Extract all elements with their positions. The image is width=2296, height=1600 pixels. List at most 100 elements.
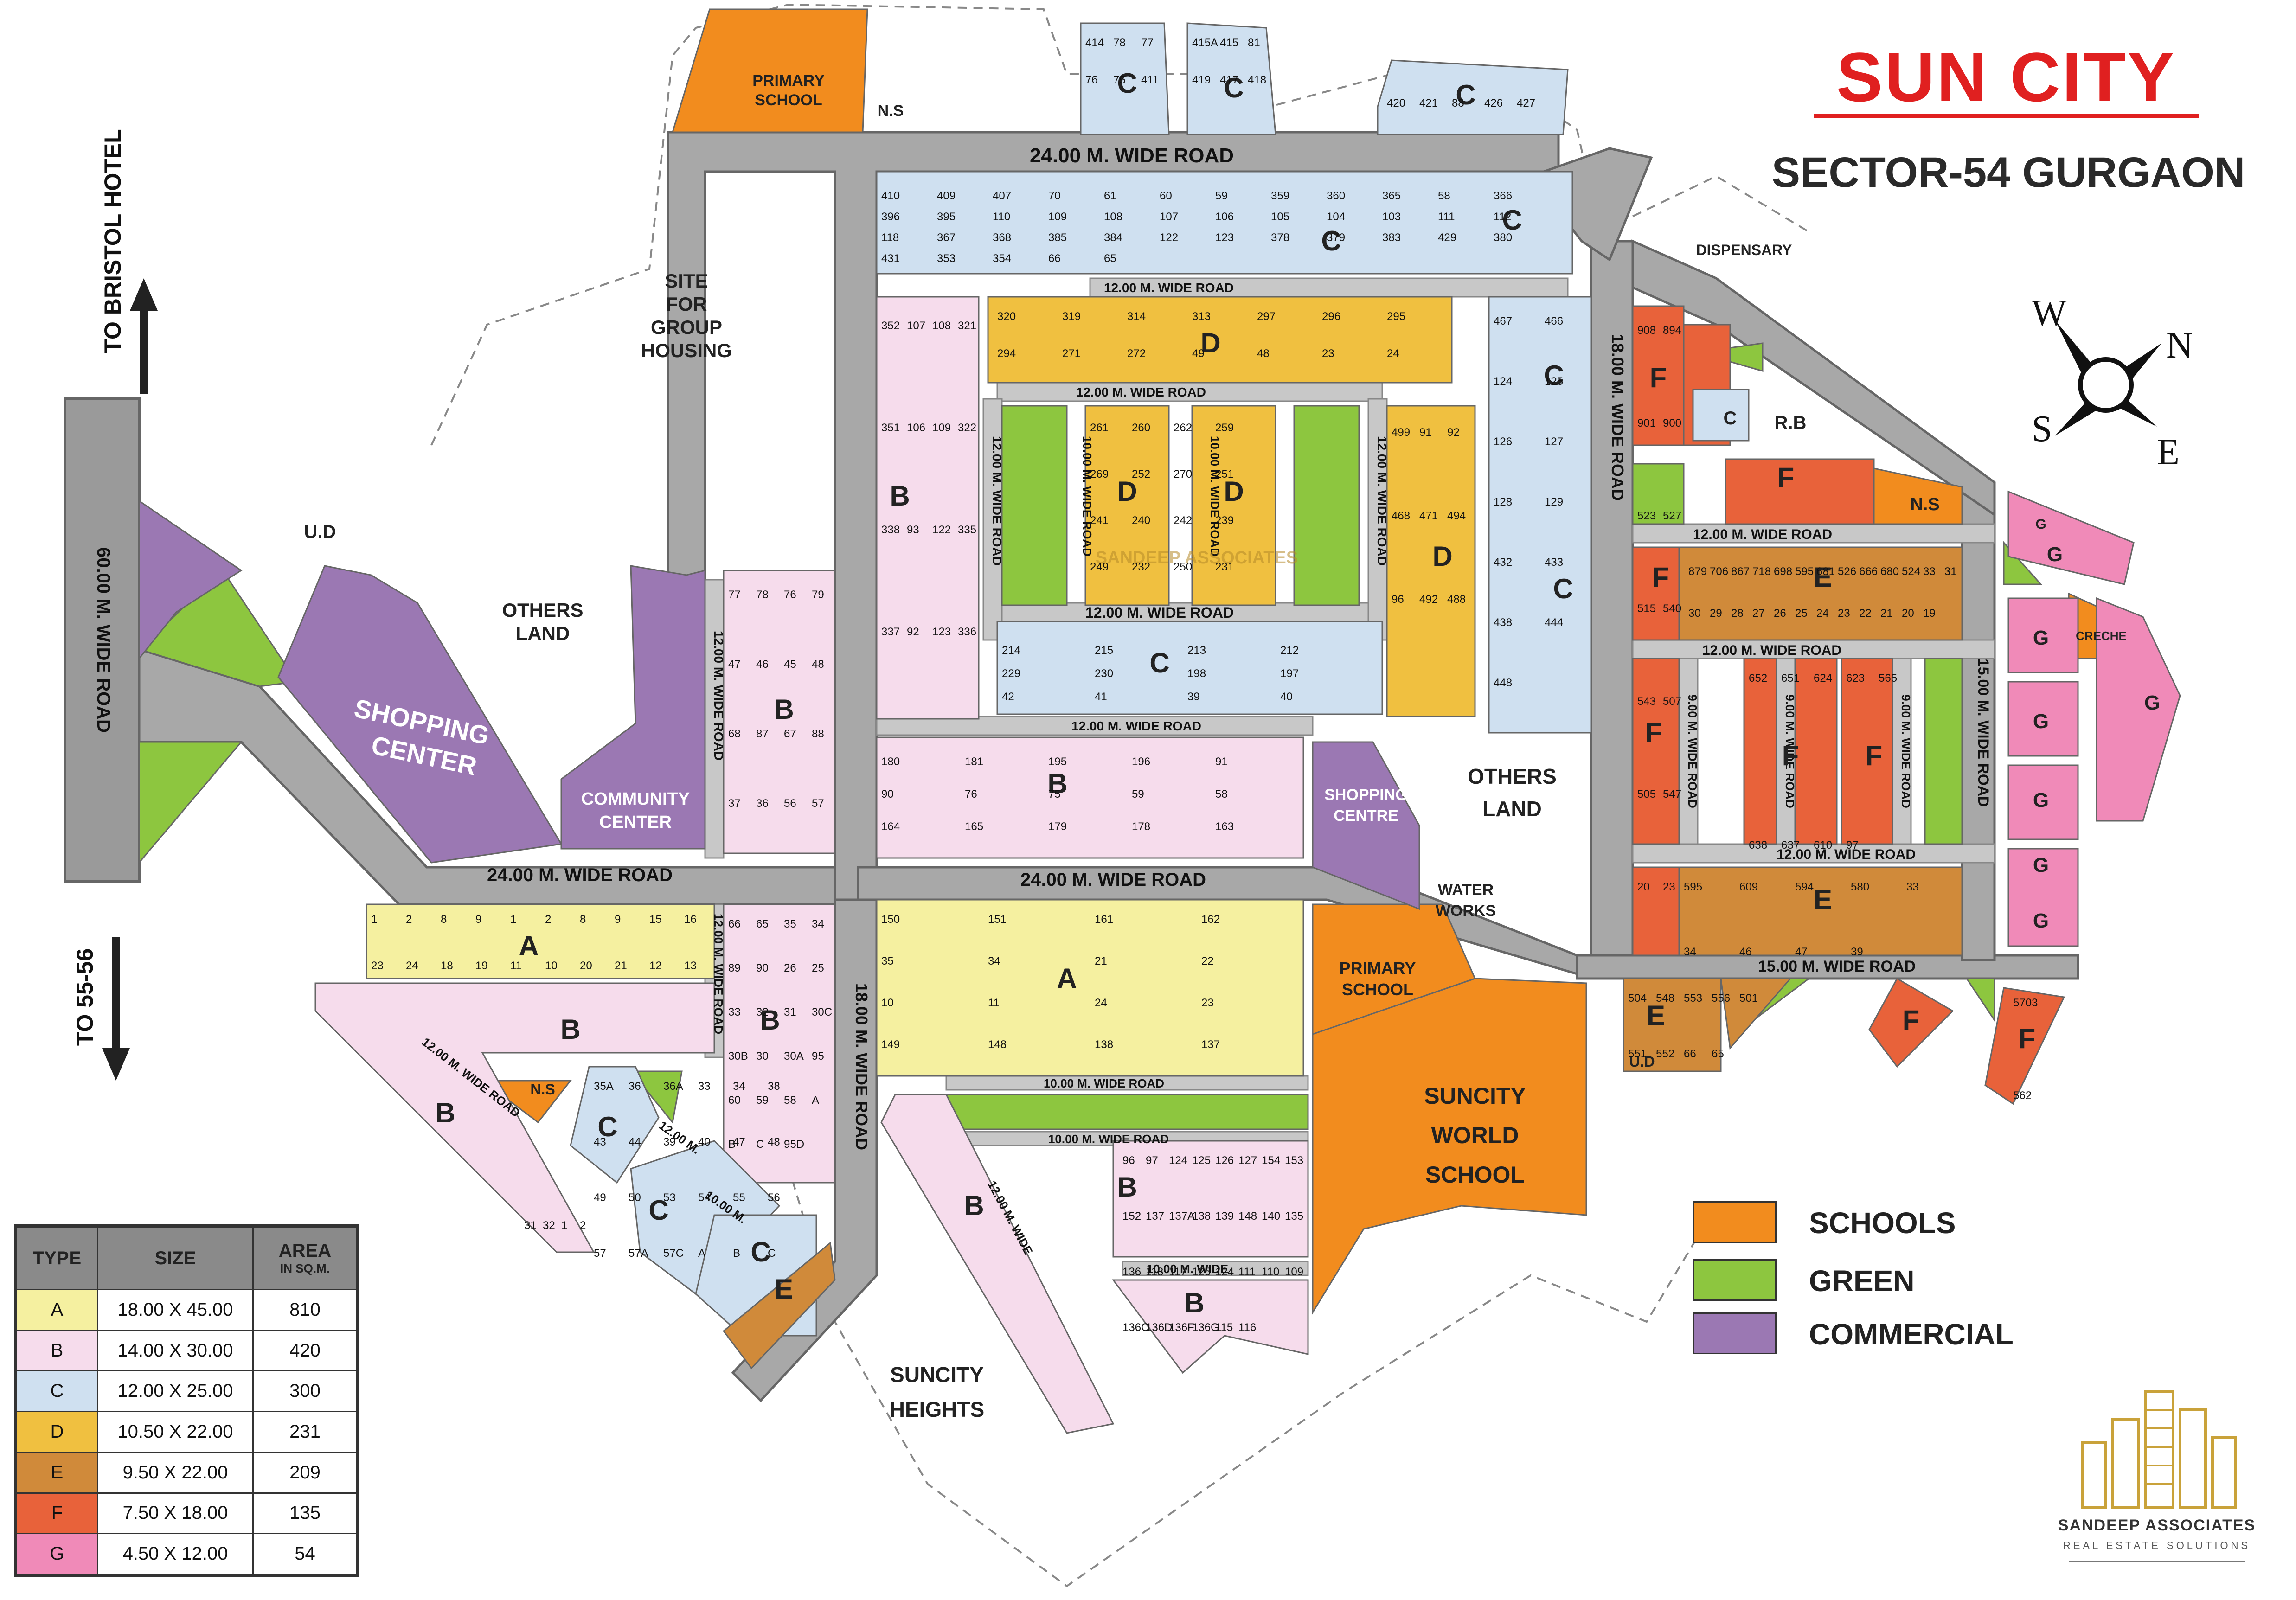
plot-number: 379 <box>1327 231 1345 244</box>
green-park-2 <box>1293 405 1360 606</box>
road-12m-label-2: 12.00 M. WIDE ROAD <box>1076 385 1206 399</box>
plot-number: 698 <box>1774 565 1792 578</box>
plot-number: 249 <box>1090 561 1109 573</box>
plot-number: 107 <box>907 320 925 332</box>
block-letter: C <box>1149 647 1169 678</box>
plot-number: 231 <box>1215 561 1234 573</box>
block-letter: G <box>2033 789 2049 812</box>
plot-number: 178 <box>1132 820 1150 833</box>
plot-number: 11 <box>988 997 1000 1009</box>
plot-number: 321 <box>958 320 976 332</box>
plot-number: 232 <box>1132 561 1150 573</box>
plot-number: 125 <box>1545 375 1563 388</box>
plot-number: 33 <box>698 1080 711 1093</box>
plot-number: 31 <box>1944 565 1957 578</box>
plot-number: 87 <box>756 728 769 740</box>
plot-number: 136 <box>1122 1266 1141 1278</box>
plot-number: 105 <box>1271 211 1289 223</box>
plot-number: 47 <box>1795 946 1808 958</box>
plot-block-f-6 <box>1841 658 1893 845</box>
block-letter: B <box>560 1014 580 1045</box>
plot-number: 297 <box>1257 310 1276 323</box>
plot-block-f-bottom-left <box>1632 866 1680 956</box>
plot-number: 718 <box>1752 565 1771 578</box>
plot-number: 151 <box>988 913 1007 926</box>
plot-number: 18 <box>441 960 453 972</box>
plot-number: 23 <box>1201 997 1214 1009</box>
plot-number: 407 <box>993 190 1011 202</box>
plot-number: 26 <box>1774 607 1786 620</box>
plot-block-f-5 <box>1743 658 1777 845</box>
plot-number: 91 <box>1215 755 1228 768</box>
area-ns-right: N.S <box>1910 495 1939 514</box>
plot-block-c-row-top <box>876 171 1573 275</box>
legend-label-green: GREEN <box>1809 1264 1915 1298</box>
plot-number: 30B <box>728 1050 748 1062</box>
plot-number: 34 <box>988 955 1000 967</box>
suncity-world-school <box>1312 978 1587 1315</box>
logo-tagline: REAL ESTATE SOLUTIONS <box>2063 1540 2251 1551</box>
plot-block-g-1 <box>2007 597 2079 673</box>
plot-number: 124 <box>1494 375 1512 388</box>
plot-number: 523 <box>1637 510 1656 522</box>
plot-number: 24 <box>1387 347 1399 360</box>
plot-number: 195 <box>1048 755 1067 768</box>
plot-number: 43 <box>594 1136 606 1148</box>
plot-number: 34 <box>733 1080 745 1093</box>
plot-number: 180 <box>881 755 900 768</box>
plot-number: 552 <box>1656 1048 1674 1060</box>
block-letter: C <box>648 1195 668 1226</box>
road-9m-label-2: 9.00 M. WIDE ROAD <box>1783 694 1797 808</box>
plot-number: B <box>733 1247 740 1260</box>
road-12m-label-1: 12.00 M. WIDE ROAD <box>1104 281 1234 295</box>
plot-number: 580 <box>1851 881 1869 893</box>
plot-number: 492 <box>1419 593 1438 606</box>
table-cell-type: A <box>16 1289 98 1331</box>
plot-number: 338 <box>881 524 900 536</box>
plot-number: 36 <box>629 1080 641 1093</box>
plot-number: 624 <box>1814 672 1832 685</box>
compass-w: W <box>2032 293 2067 333</box>
plot-number: A <box>812 1094 819 1107</box>
plot-number: 75 <box>1113 74 1126 86</box>
plot-number: 894 <box>1663 324 1681 337</box>
plot-number: 115 <box>1215 1321 1233 1334</box>
block-letter: E <box>1814 884 1832 915</box>
block-letter: E <box>1647 1000 1665 1031</box>
plot-number: 21 <box>1880 607 1893 620</box>
plot-number: 181 <box>965 755 983 768</box>
plot-number: 270 <box>1174 468 1192 480</box>
plot-number: 165 <box>965 820 983 833</box>
plot-number: 507 <box>1663 695 1681 708</box>
plot-number: 411 <box>1141 74 1159 86</box>
plot-block-b-lower4 <box>1112 1140 1309 1258</box>
plot-number: 468 <box>1392 510 1410 522</box>
plot-block-c-center <box>996 621 1383 715</box>
plot-number: 562 <box>2013 1089 2032 1102</box>
road-12m-label-4: 12.00 M. WIDE ROAD <box>1071 719 1201 733</box>
plot-number: 410 <box>881 190 900 202</box>
plot-number: 136F <box>1169 1321 1194 1334</box>
plot-block-e-bottom <box>1678 866 1963 956</box>
block-letter: D <box>1224 476 1244 507</box>
plot-block-b-lower3 <box>880 1094 1115 1434</box>
plot-number: 444 <box>1545 616 1563 629</box>
plot-number: 137 <box>1201 1038 1220 1051</box>
compass-n: N <box>2166 325 2193 366</box>
block-letter: B <box>760 1005 780 1036</box>
plot-number: 90 <box>756 962 769 974</box>
plot-number: 438 <box>1494 616 1512 629</box>
plot-number: 66 <box>1684 1048 1696 1060</box>
plot-number: 137A <box>1169 1210 1195 1222</box>
plot-number: 92 <box>1447 426 1460 439</box>
plot-number: 24 <box>1816 607 1829 620</box>
block-letter: C <box>1224 72 1244 103</box>
area-ud-top: U.D <box>304 522 336 542</box>
block-letter: B <box>890 480 910 512</box>
plot-number: 21 <box>615 960 627 972</box>
arrow-up <box>130 278 158 394</box>
plot-number: 320 <box>997 310 1016 323</box>
